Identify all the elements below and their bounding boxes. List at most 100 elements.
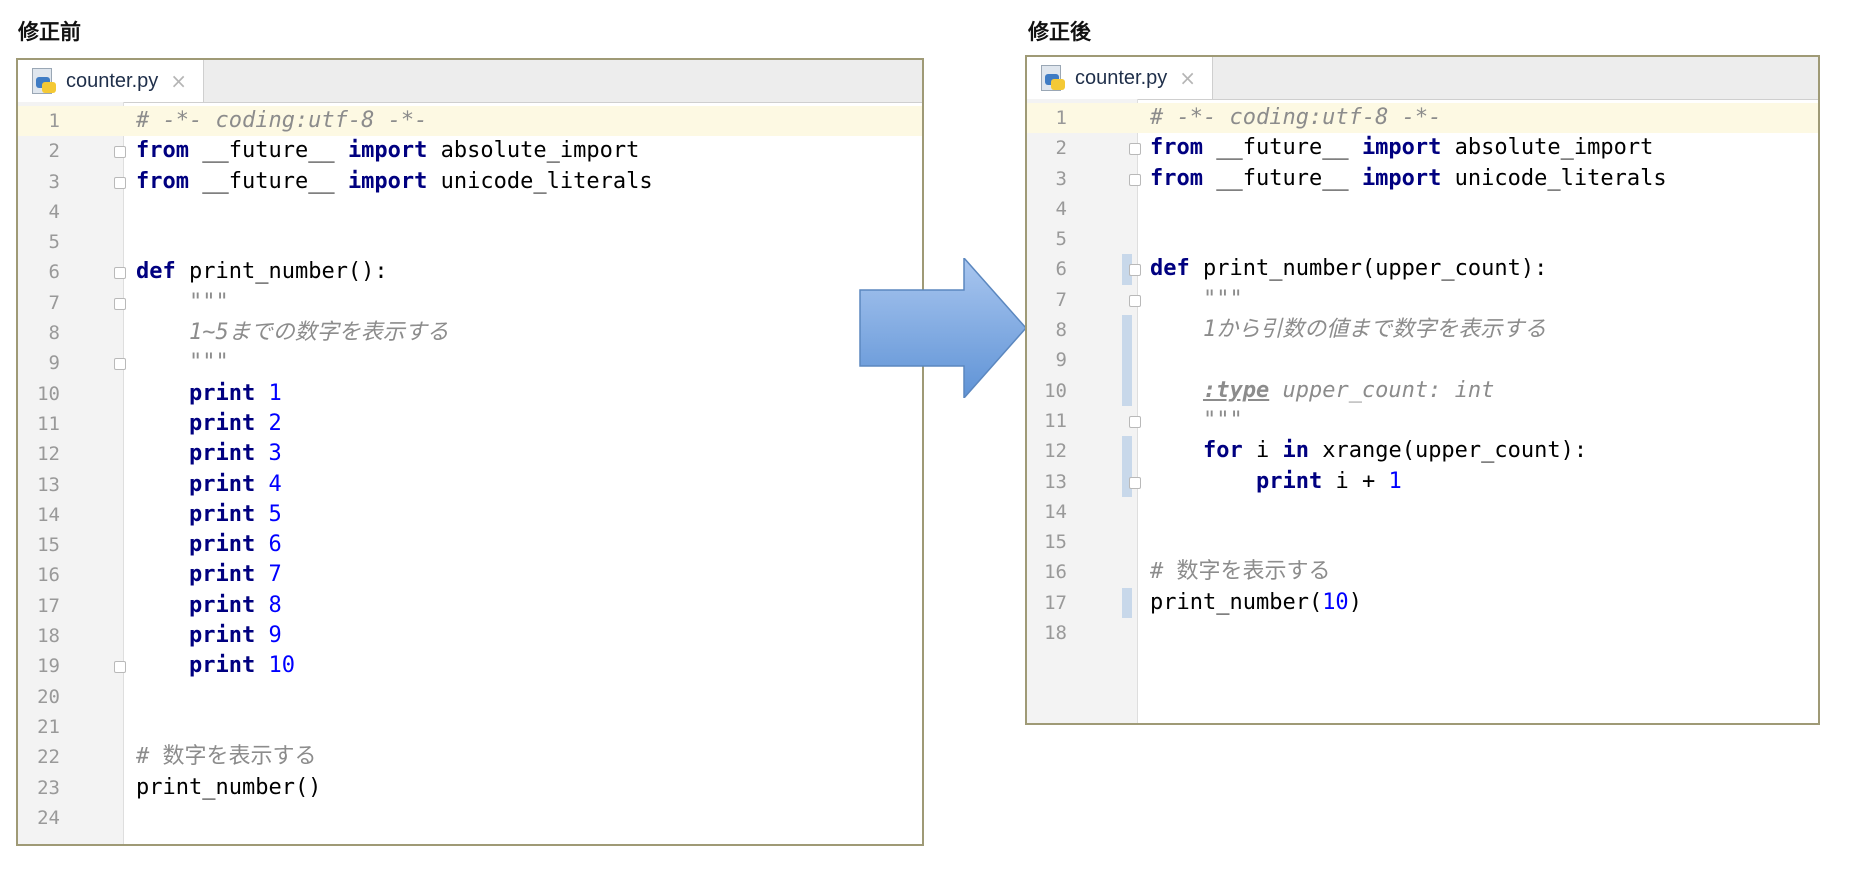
change-marker[interactable] — [1122, 315, 1132, 346]
code-line[interactable]: 11 print 2 — [18, 409, 922, 439]
code-line[interactable]: 12 for i in xrange(upper_count): — [1027, 436, 1818, 467]
code-line[interactable]: 12 print 3 — [18, 439, 922, 469]
code-line[interactable]: 7 """ — [18, 288, 922, 318]
line-text: print 1 — [188, 380, 282, 406]
code-line[interactable]: 24 — [18, 803, 922, 833]
code-line[interactable]: 18 print 9 — [18, 621, 922, 651]
fold-marker-icon[interactable] — [1129, 264, 1141, 277]
fold-marker-icon[interactable] — [1129, 476, 1141, 489]
tab-label: counter.py — [1075, 66, 1168, 89]
line-number: 11 — [37, 412, 60, 435]
close-icon[interactable]: × — [1179, 66, 1197, 90]
fold-marker-icon[interactable] — [1129, 173, 1141, 186]
code-line[interactable]: 16 print 7 — [18, 560, 922, 590]
fold-marker-icon[interactable] — [114, 358, 126, 371]
line-text: print 5 — [188, 501, 282, 527]
line-text: print 8 — [188, 592, 282, 618]
fold-marker-icon[interactable] — [114, 661, 126, 674]
gutter — [1027, 99, 1138, 723]
code-line[interactable]: 15 — [1027, 527, 1818, 557]
line-text: """ — [136, 289, 229, 315]
line-number: 6 — [48, 261, 60, 284]
line-number: 12 — [1044, 440, 1067, 463]
code-line[interactable]: 8 1から引数の値まで数字を表示する — [1027, 315, 1818, 346]
line-number: 18 — [1044, 622, 1067, 645]
code-line[interactable]: 5 — [18, 227, 922, 257]
code-line[interactable]: 15 print 6 — [18, 530, 922, 560]
line-text: # -*- coding:utf-8 -*- — [136, 108, 428, 133]
change-marker[interactable] — [1122, 345, 1132, 376]
fold-marker-icon[interactable] — [1129, 294, 1141, 307]
code-line[interactable]: 22 # 数字を表示する — [18, 742, 922, 772]
code-line[interactable]: 8 1~5までの数字を表示する — [18, 318, 922, 348]
line-number: 22 — [37, 746, 60, 769]
tab-counter-py[interactable]: counter.py × — [18, 60, 205, 102]
line-text: print_number() — [136, 774, 322, 800]
line-text: """ — [136, 350, 229, 376]
line-text: print_number(10) — [1150, 589, 1362, 615]
fold-marker-icon[interactable] — [1129, 415, 1141, 428]
code-line[interactable]: 7 """ — [1027, 285, 1818, 315]
code-line[interactable]: 20 — [18, 682, 922, 712]
line-text: print 10 — [188, 653, 295, 679]
code-line[interactable]: 10 :type upper_count: int — [1027, 375, 1818, 406]
change-marker[interactable] — [1122, 254, 1132, 285]
code-line[interactable]: 11 """ — [1027, 406, 1818, 436]
code-line[interactable]: 13 print i + 1 — [1027, 466, 1818, 497]
line-number: 24 — [37, 806, 60, 829]
fold-marker-icon[interactable] — [114, 297, 126, 310]
code-line[interactable]: 5 — [1027, 224, 1818, 254]
change-marker[interactable] — [1122, 375, 1132, 406]
line-number: 4 — [1055, 197, 1067, 220]
fold-marker-icon[interactable] — [114, 146, 126, 159]
line-text: 1から引数の値まで数字を表示する — [1150, 317, 1547, 343]
code-line[interactable]: 17 print 8 — [18, 591, 922, 621]
close-icon[interactable]: × — [170, 69, 188, 93]
code-line[interactable]: 4 — [18, 197, 922, 227]
line-number: 11 — [1044, 409, 1067, 432]
code-line[interactable]: 1# -*- coding:utf-8 -*- — [1027, 103, 1818, 134]
code-line[interactable]: 14 — [1027, 497, 1818, 527]
line-text: from __future__ import unicode_literals — [1150, 165, 1667, 191]
code-line[interactable]: 9 """ — [18, 348, 922, 378]
line-text: print 6 — [188, 532, 282, 558]
code-line[interactable]: 17 print_number(10) — [1027, 587, 1818, 619]
fold-marker-icon[interactable] — [1129, 143, 1141, 156]
code-line[interactable]: 14 print 5 — [18, 500, 922, 530]
code-line[interactable]: 1# -*- coding:utf-8 -*- — [18, 106, 922, 137]
line-number: 1 — [1055, 107, 1067, 129]
line-number: 17 — [1044, 591, 1067, 614]
fold-marker-icon[interactable] — [114, 267, 126, 280]
code-line[interactable]: 10 print 1 — [18, 379, 922, 409]
line-text: # 数字を表示する — [136, 744, 317, 770]
fold-marker-icon[interactable] — [114, 176, 126, 189]
change-marker[interactable] — [1122, 587, 1132, 619]
line-number: 10 — [1044, 379, 1067, 402]
code-line[interactable]: 21 — [18, 712, 922, 742]
line-number: 15 — [1044, 531, 1067, 554]
code-line[interactable]: 4 — [1027, 194, 1818, 224]
change-marker[interactable] — [1122, 466, 1132, 497]
change-marker[interactable] — [1122, 436, 1132, 467]
code-line[interactable]: 13 print 4 — [18, 470, 922, 500]
code-line[interactable]: 9 — [1027, 345, 1818, 376]
line-text: for i in xrange(upper_count): — [1202, 438, 1588, 464]
heading-before: 修正前 — [18, 20, 81, 44]
line-text: print 7 — [188, 562, 282, 588]
line-number: 8 — [1055, 319, 1067, 342]
code-line[interactable]: 19 print 10 — [18, 651, 922, 681]
line-number: 5 — [1055, 228, 1067, 251]
code-line[interactable]: 18 — [1027, 618, 1818, 648]
code-line[interactable]: 16# 数字を表示する — [1027, 557, 1818, 587]
tab-counter-py[interactable]: counter.py × — [1027, 57, 1214, 99]
